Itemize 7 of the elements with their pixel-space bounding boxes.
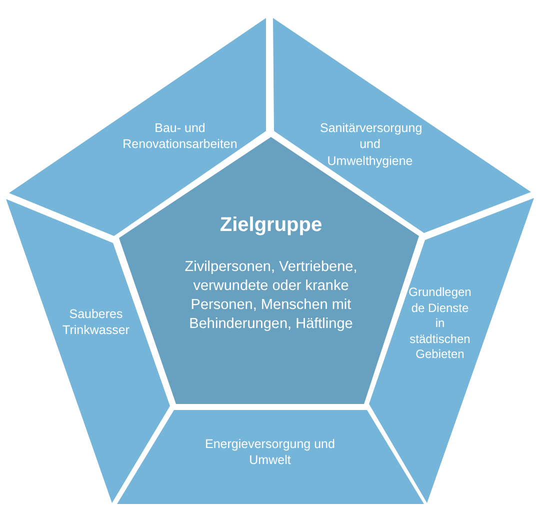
segment-label: Energieversorgung und Umwelt bbox=[205, 436, 335, 468]
segment-label: Sanitärversorgung und Umwelthygiene bbox=[320, 120, 420, 169]
center-heading: Zielgruppe bbox=[218, 213, 324, 238]
segment-label: Grundlegen de Dienste in städtischen Gebieten bbox=[408, 285, 472, 363]
segment-label: Sauberes Trinkwasser bbox=[62, 306, 130, 338]
segment-label: Bau- und Renovationsarbeiten bbox=[122, 120, 238, 152]
center-description: Zivilpersonen, Vertriebene, verwundete oder kranke Personen, Menschen mit Behinderungen, Häftlinge bbox=[184, 258, 358, 334]
